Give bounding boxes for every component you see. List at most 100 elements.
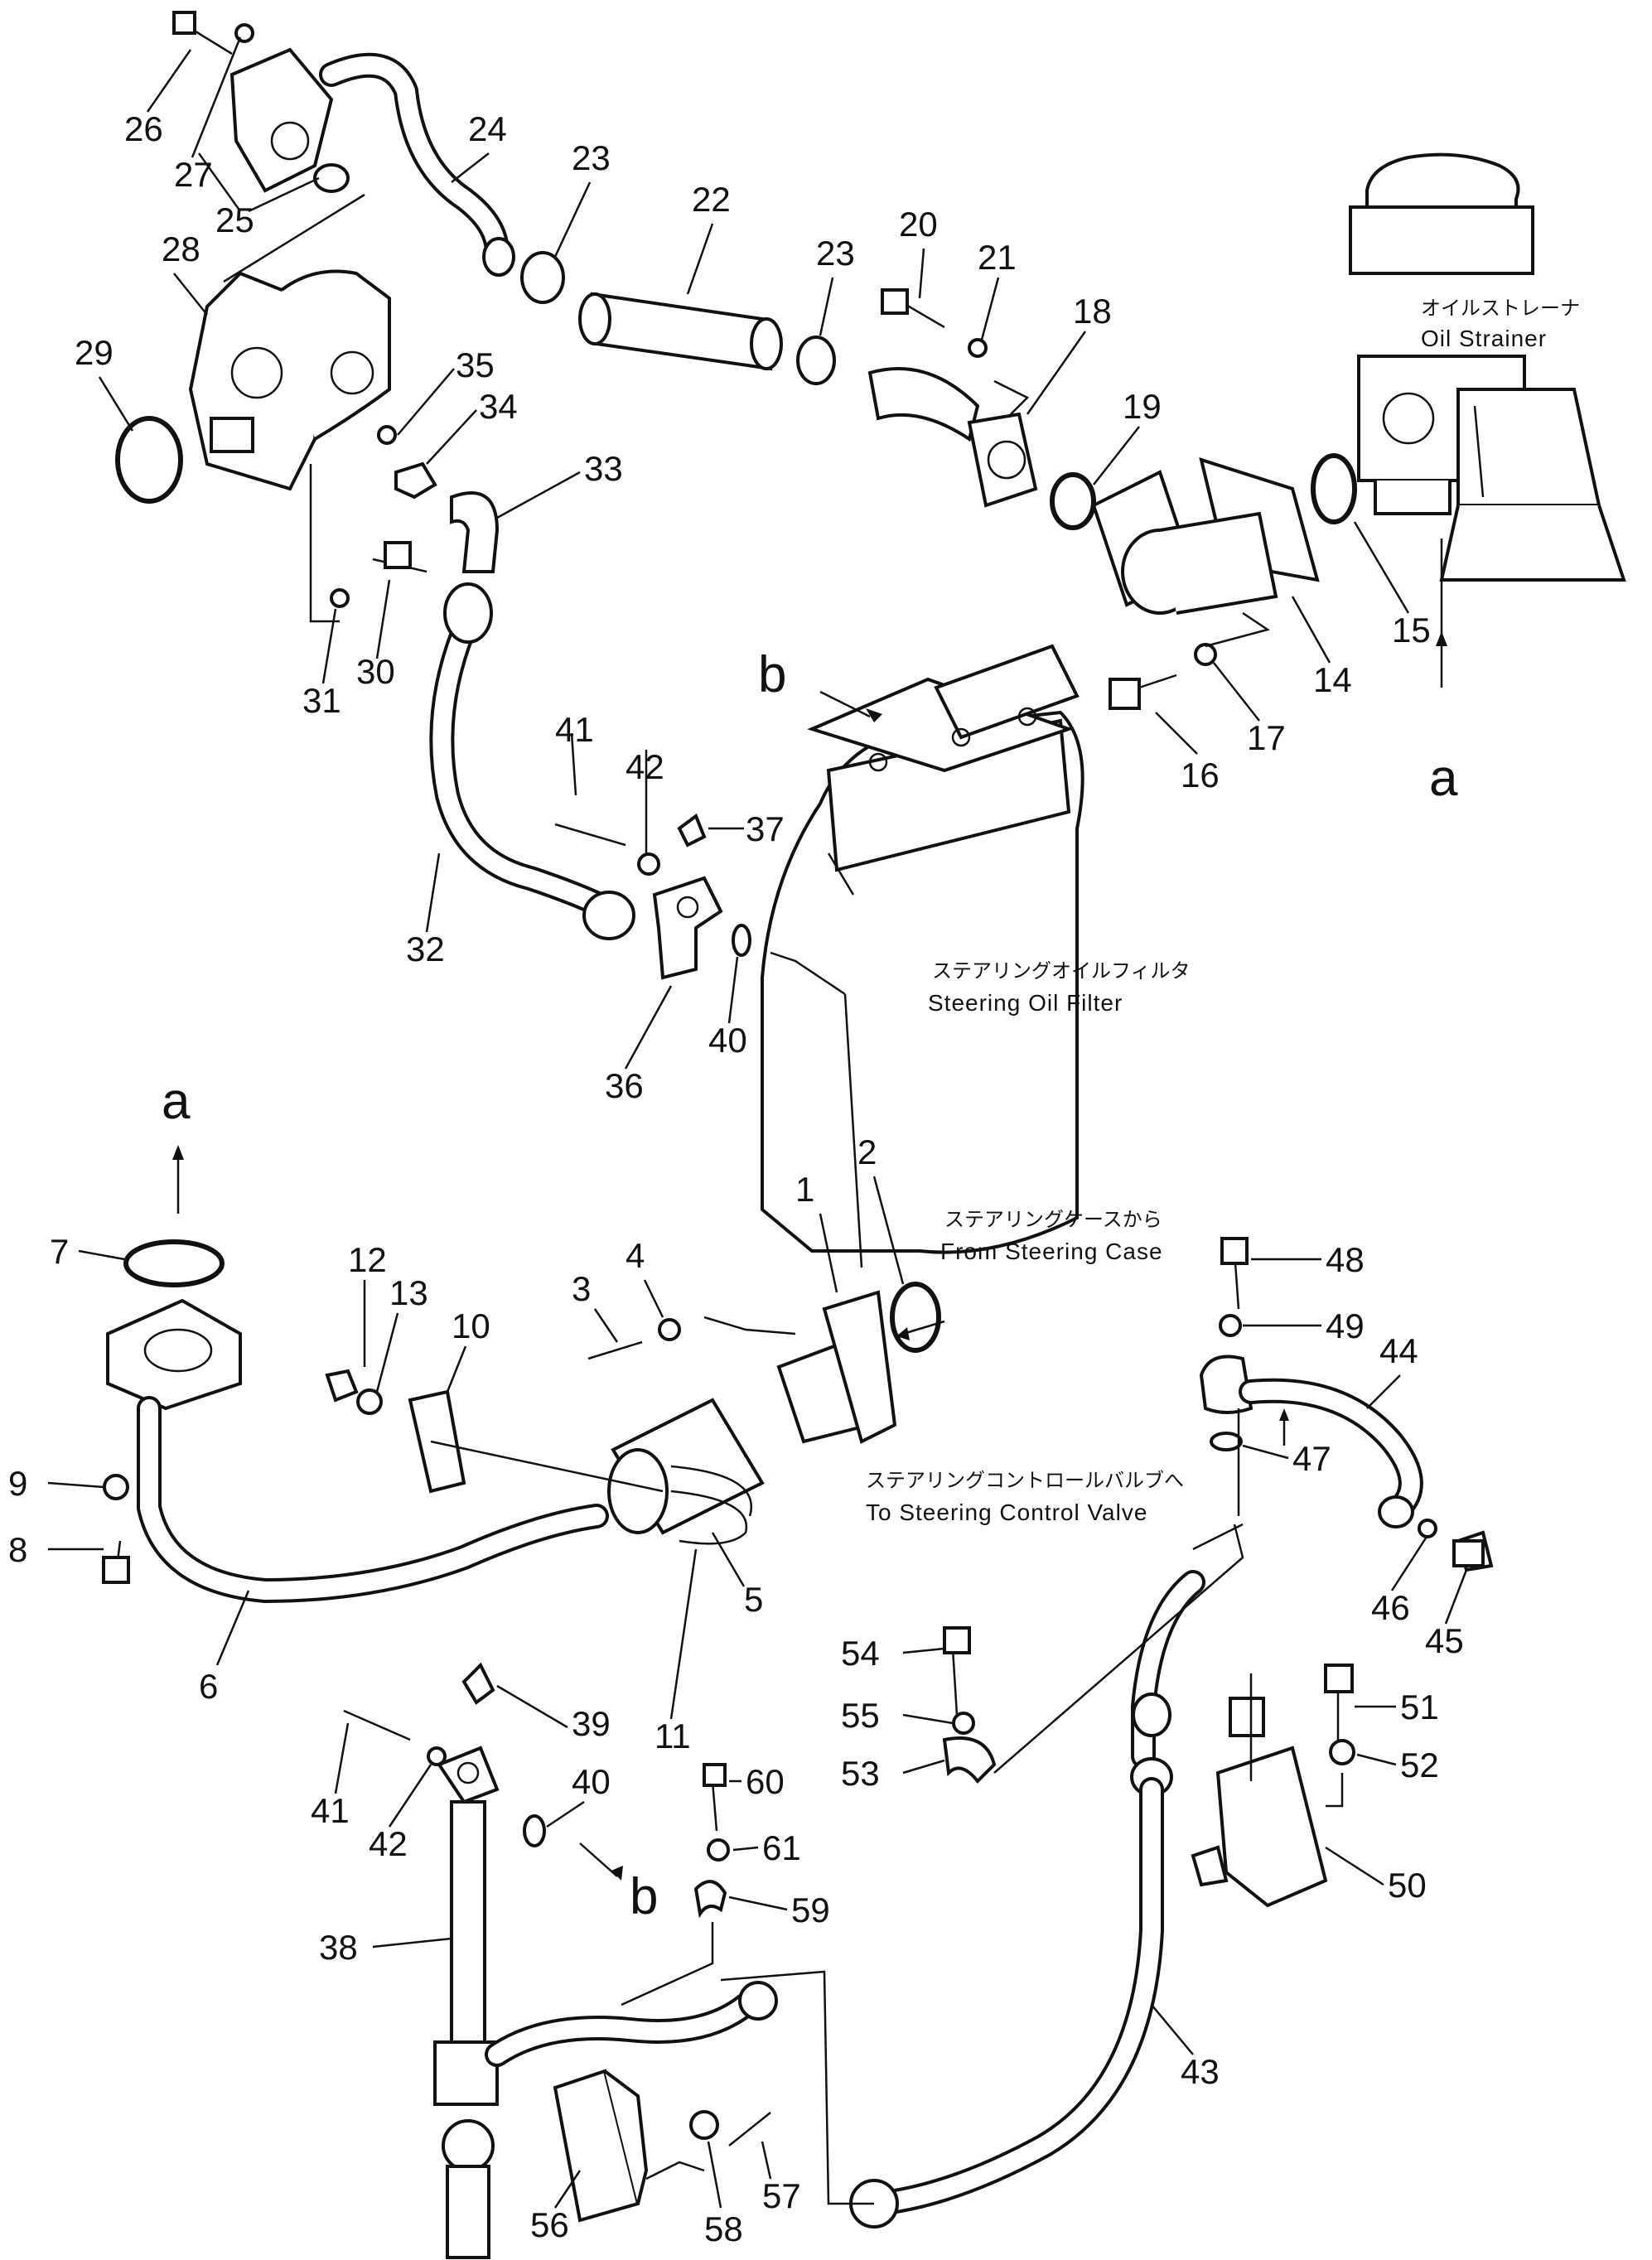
part-number-label: 16 (1181, 756, 1220, 794)
steering-filter-label-en: Steering Oil Filter (928, 990, 1123, 1016)
part-number-label: 15 (1392, 611, 1431, 650)
suction-hose (520, 251, 836, 385)
reference-letter-b: b (630, 1868, 658, 1925)
part-number-label: 1 (795, 1170, 814, 1209)
part-number-label: 22 (692, 180, 731, 219)
part-number-label: 28 (162, 229, 200, 268)
bracket-56 (553, 2069, 649, 2223)
part-number-label: 18 (1073, 292, 1112, 331)
pressure-hose (429, 582, 635, 940)
elbow-pipe-6 (106, 1298, 609, 1603)
steering-oil-filter (761, 644, 1084, 1254)
part-number-label: 23 (816, 234, 855, 273)
part-number-label: 60 (746, 1762, 785, 1801)
to-valve-label-en: To Steering Control Valve (866, 1499, 1147, 1525)
part-number-label: 30 (356, 652, 395, 691)
part-number-label: 46 (1371, 1588, 1410, 1627)
part-number-label: 55 (841, 1696, 880, 1735)
part-number-label: 26 (124, 109, 163, 148)
part-number-label: 11 (655, 1717, 691, 1755)
part-number-label: 14 (1313, 660, 1352, 699)
part-number-label: 35 (456, 345, 495, 384)
part-number-label: 50 (1388, 1866, 1427, 1905)
clamp-59 (693, 1880, 727, 1919)
part-number-label: 41 (311, 1791, 350, 1830)
callout-leaders (47, 36, 1468, 2209)
part-number-label: 56 (530, 2205, 569, 2244)
reference-letter-b: b (758, 646, 786, 703)
reference-letter-a: a (1429, 750, 1458, 807)
from-case-label-jp: ステアリングケースから (944, 1209, 1162, 1231)
suction-elbow (229, 47, 515, 277)
o-rings (103, 23, 1437, 2140)
part-number-label: 49 (1326, 1306, 1365, 1345)
control-valve (1191, 1697, 1328, 1908)
part-number-label: 52 (1400, 1746, 1439, 1784)
part-number-label: 41 (555, 710, 594, 749)
part-number-label: 7 (50, 1232, 69, 1271)
part-number-label: 27 (174, 155, 213, 194)
hydraulic-pump (188, 269, 391, 491)
oil-strainer-label-en: Oil Strainer (1421, 326, 1547, 351)
part-number-label: 19 (1123, 387, 1162, 426)
part-number-label: 42 (369, 1824, 408, 1863)
part-number-label: 2 (857, 1132, 877, 1171)
elbow-fitting (450, 491, 500, 573)
hose-43 (849, 1570, 1205, 2229)
oil-strainer (1349, 152, 1626, 582)
part-number-label: 31 (302, 681, 341, 720)
bolts (102, 11, 1485, 2147)
part-number-label: 36 (605, 1066, 644, 1105)
connector-block (652, 876, 723, 980)
steering-filter-label-jp: ステアリングオイルフィルタ (932, 960, 1191, 983)
part-number-label: 43 (1181, 2052, 1220, 2091)
part-number-label: 32 (406, 930, 445, 968)
callout-labels: 1 2 3 4 5 6 7 8 9 10 11 12 13 14 15 16 1… (8, 109, 1464, 2248)
part-number-label: 47 (1292, 1439, 1331, 1478)
part-number-label: 10 (452, 1306, 490, 1345)
part-number-label: 37 (746, 809, 785, 848)
part-number-label: 42 (626, 747, 664, 786)
part-number-label: 40 (572, 1762, 611, 1801)
flow-arrows (172, 631, 1447, 1881)
part-number-label: 59 (791, 1891, 830, 1929)
part-number-label: 5 (744, 1580, 763, 1619)
part-number-label: 17 (1247, 718, 1286, 757)
part-number-label: 24 (468, 109, 507, 148)
part-number-label: 39 (572, 1704, 611, 1743)
part-number-label: 8 (8, 1530, 27, 1569)
reference-letter-a: a (162, 1073, 191, 1130)
part-number-label: 6 (199, 1667, 218, 1706)
pipe-44 (1199, 1355, 1494, 1572)
part-number-label: 53 (841, 1754, 880, 1793)
part-number-label: 13 (389, 1273, 428, 1312)
part-number-label: 34 (479, 387, 518, 426)
part-number-label: 4 (626, 1236, 645, 1275)
part-number-label: 21 (978, 238, 1017, 277)
part-number-label: 12 (348, 1240, 387, 1279)
leader-lines (197, 152, 1443, 2205)
tube-18 (867, 367, 1038, 508)
oil-strainer-label-jp: オイルストレーナ (1421, 297, 1580, 320)
part-number-label: 45 (1425, 1621, 1464, 1660)
bracket-10 (408, 1389, 752, 1545)
coupling-5 (607, 1290, 897, 1535)
part-number-label: 3 (572, 1269, 591, 1308)
part-number-label: 54 (841, 1634, 880, 1673)
part-number-label: 48 (1326, 1240, 1365, 1279)
part-number-label: 40 (708, 1021, 747, 1060)
part-number-label: 51 (1400, 1688, 1439, 1726)
clamp-53 (942, 1736, 997, 1784)
part-number-label: 9 (8, 1464, 27, 1503)
to-valve-label-jp: ステアリングコントロールバルブへ (866, 1470, 1184, 1492)
part-number-label: 29 (75, 333, 114, 372)
part-number-label: 58 (704, 2209, 743, 2248)
part-number-label: 38 (319, 1928, 358, 1967)
part-number-label: 57 (762, 2176, 801, 2215)
pipe-38 (433, 1746, 778, 2259)
part-number-label: 23 (572, 138, 611, 177)
part-number-label: 20 (899, 205, 938, 244)
part-number-label: 61 (762, 1828, 801, 1867)
from-case-label-en: From Steering Case (940, 1239, 1163, 1264)
